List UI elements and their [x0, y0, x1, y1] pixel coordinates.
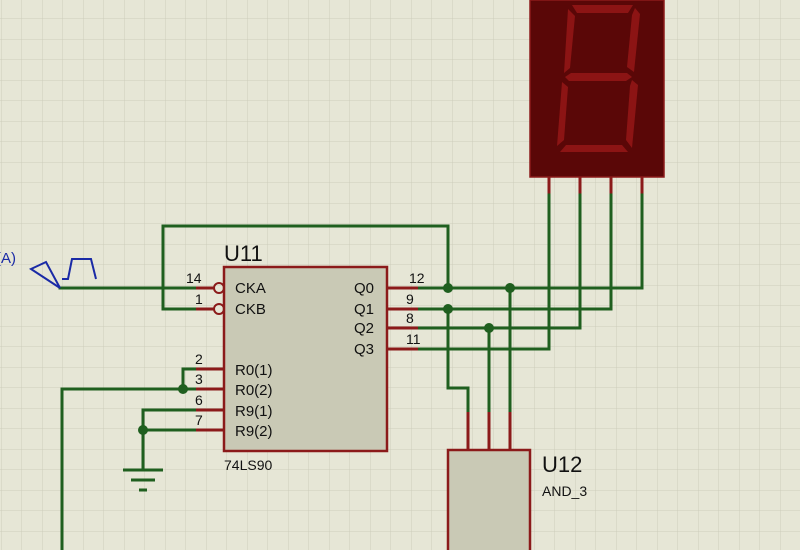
junction-dot	[443, 304, 453, 314]
segment-d	[560, 145, 628, 152]
pin-number: 1	[195, 291, 203, 307]
junction-dot	[505, 283, 515, 293]
pin-label: CKA	[235, 280, 266, 297]
pin-ckb-inversion-bubble	[213, 303, 225, 315]
pin-number: 14	[186, 270, 202, 286]
segment-b	[627, 8, 640, 72]
clock-source-icon	[28, 258, 97, 289]
junction-dot	[443, 283, 453, 293]
wire-q0[interactable]	[416, 193, 644, 290]
pin-label: R0(2)	[235, 382, 273, 399]
segment-a	[572, 5, 633, 13]
pin-number: 9	[406, 291, 414, 307]
pin-label: R9(1)	[235, 403, 273, 420]
segment-e	[557, 82, 568, 146]
wire-r9[interactable]	[141, 408, 198, 432]
segment-f	[564, 9, 575, 73]
junction-dot	[138, 425, 148, 435]
generator-label: (A)	[0, 250, 16, 267]
wire-q3[interactable]	[416, 193, 551, 351]
junction-dot	[484, 323, 494, 333]
seven-segment-display-icon	[557, 5, 640, 152]
pin-label: CKB	[235, 301, 266, 318]
u11-counter-ic[interactable]: U11 74LS90 14 1 2 3 6 7 CKA CKB R0(1) R0…	[186, 241, 425, 473]
u12-device: AND_3	[542, 483, 587, 499]
pin-label: R0(1)	[235, 362, 273, 379]
wire-q0-feedback-to-ckb[interactable]	[161, 224, 450, 311]
pin-number: 8	[406, 310, 414, 326]
junction-dot	[178, 384, 188, 394]
u11-device: 74LS90	[224, 457, 272, 473]
pin-cka-inversion-bubble	[213, 282, 225, 294]
pin-label: Q2	[354, 320, 374, 337]
wire-q1[interactable]	[416, 193, 613, 311]
wire-r0[interactable]	[181, 367, 198, 391]
and-gate-body	[446, 448, 532, 550]
u12-ref: U12	[542, 452, 582, 477]
wire-and-input-1[interactable]	[446, 307, 470, 414]
pin-label: Q0	[354, 280, 374, 297]
pin-number: 11	[406, 331, 421, 347]
segment-g	[565, 73, 632, 81]
pin-number: 3	[195, 371, 203, 387]
pin-label: Q1	[354, 301, 374, 318]
u12-and-gate[interactable]: U12 AND_3	[446, 412, 587, 550]
pin-number: 12	[409, 270, 425, 286]
pin-number: 6	[195, 392, 203, 408]
ground-icon	[123, 468, 163, 492]
u11-ref: U11	[224, 241, 263, 266]
pin-label: R9(2)	[235, 423, 273, 440]
segment-c	[626, 80, 638, 148]
pin-number: 2	[195, 351, 203, 367]
u11-body	[222, 265, 389, 453]
wire-r0-feed[interactable]	[60, 387, 185, 550]
junctions	[138, 283, 515, 435]
seven-segment-display[interactable]	[529, 0, 665, 195]
wires	[58, 193, 644, 550]
clock-generator[interactable]: (A)	[0, 250, 97, 289]
pin-number: 7	[195, 412, 203, 428]
wire-q2[interactable]	[416, 193, 582, 330]
pin-label: Q3	[354, 341, 374, 358]
